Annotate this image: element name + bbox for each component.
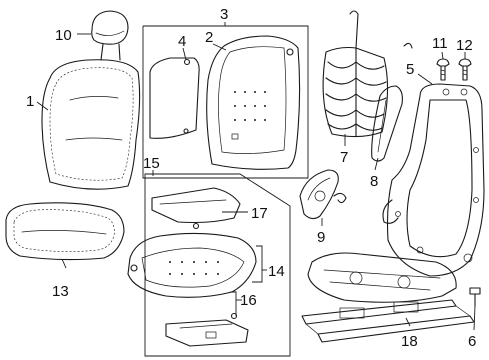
callout-7: 7 — [340, 149, 348, 166]
callout-9: 9 — [317, 229, 325, 246]
seat-track-adjuster — [301, 252, 475, 343]
leader-lines — [36, 22, 476, 331]
cushion-bracket — [165, 312, 249, 347]
callout-3: 3 — [220, 6, 228, 23]
callout-12: 12 — [456, 37, 473, 54]
callout-5: 5 — [406, 61, 414, 78]
cushion-pan — [127, 232, 257, 298]
callout-15: 15 — [143, 155, 160, 172]
group-box-3 — [142, 25, 309, 179]
cover-rivets — [234, 91, 266, 121]
seat-back-panel — [149, 57, 200, 139]
seat-back-cover — [206, 35, 301, 170]
seat-back-assembly — [41, 59, 141, 190]
side-bolster-pad — [371, 85, 403, 162]
bolt-12 — [458, 58, 472, 81]
callout-16: 16 — [240, 292, 257, 309]
callout-10: 10 — [55, 27, 72, 44]
callout-6: 6 — [468, 333, 476, 350]
seat-cushion-assembly — [5, 202, 125, 261]
seat-back-frame — [382, 83, 485, 277]
callout-14: 14 — [268, 263, 285, 280]
cushion-top-pad — [151, 187, 241, 230]
frame-holes — [395, 88, 479, 263]
callout-labels: 10 1 3 2 4 5 11 12 7 8 9 15 17 14 16 13 … — [26, 6, 476, 350]
callout-4: 4 — [178, 33, 186, 50]
callout-1: 1 — [26, 93, 34, 110]
callout-2: 2 — [205, 29, 213, 46]
callout-8: 8 — [370, 173, 378, 190]
callout-18: 18 — [401, 333, 418, 350]
callout-11: 11 — [432, 35, 448, 52]
group-box-15 — [144, 173, 291, 357]
callout-17: 17 — [251, 205, 268, 222]
pan-dots — [169, 261, 219, 275]
lumbar-spring-mat — [322, 10, 413, 138]
headrest — [91, 10, 129, 61]
recliner-handle — [299, 169, 347, 220]
bolt-11 — [436, 58, 450, 81]
bolt-6 — [469, 287, 481, 307]
callout-13: 13 — [52, 283, 69, 300]
